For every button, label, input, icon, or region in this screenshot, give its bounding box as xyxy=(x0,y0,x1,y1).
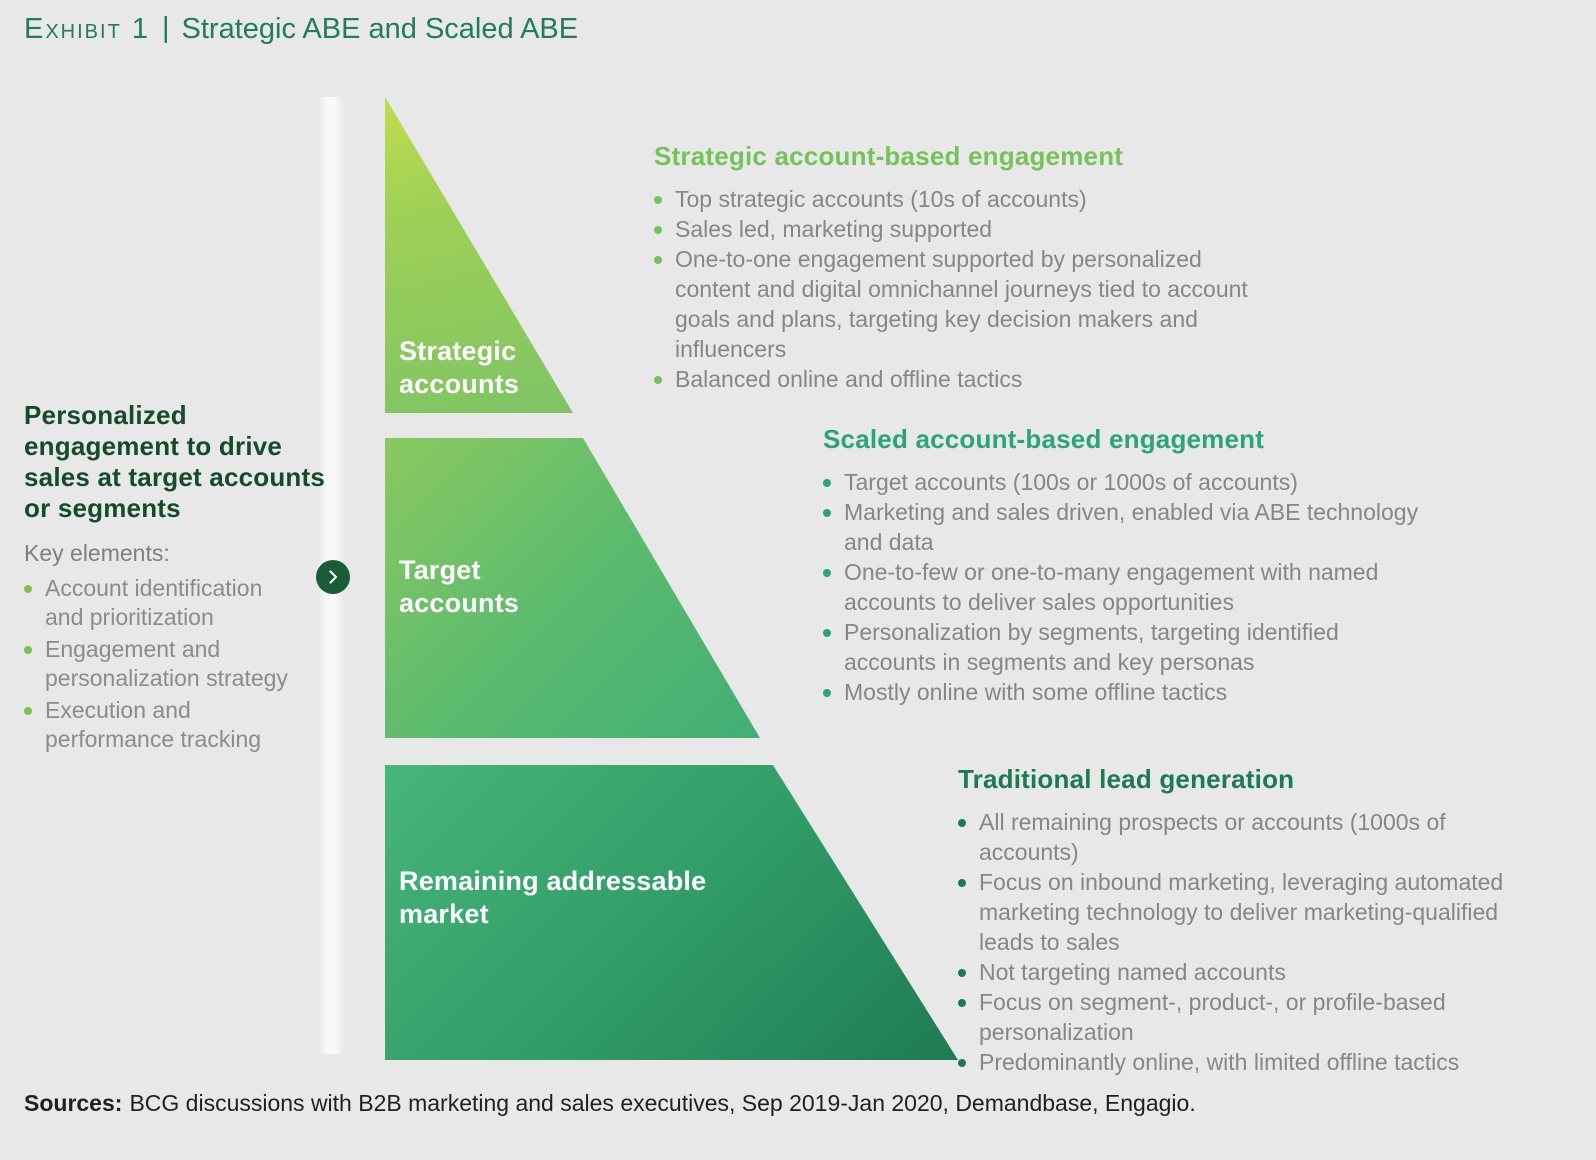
bullet-dot-icon xyxy=(958,819,966,827)
bullet-item: Marketing and sales driven, enabled via … xyxy=(823,497,1438,557)
bullet-item: Personalization by segments, targeting i… xyxy=(823,617,1438,677)
segment-label: Strategic accounts xyxy=(399,336,520,399)
bullet-dot-icon xyxy=(823,689,831,697)
bullet-item: Sales led, marketing supported xyxy=(654,214,1294,244)
section-heading: Traditional lead generation xyxy=(958,764,1295,794)
bullet-item: Balanced online and offline tactics xyxy=(654,364,1294,394)
bullet-item: Top strategic accounts (10s of accounts) xyxy=(654,184,1294,214)
section-strategic-abe: Strategic account-based engagement Top s… xyxy=(654,141,1294,394)
bullet-text: Balanced online and offline tactics xyxy=(675,366,1023,392)
title-text: Strategic ABE and Scaled ABE xyxy=(181,13,579,45)
bullet-item: All remaining prospects or accounts (100… xyxy=(958,807,1538,867)
bullet-dot-icon xyxy=(823,629,831,637)
bullet-dot-icon xyxy=(654,196,662,204)
bullet-item: Focus on segment-, product-, or profile-… xyxy=(958,987,1538,1047)
bullet-text: Top strategic accounts (10s of accounts) xyxy=(675,186,1087,212)
left-summary-panel: Personalized engagement to drive sales a… xyxy=(24,400,326,757)
bullet-dot-icon xyxy=(958,969,966,977)
bullet-dot-icon xyxy=(24,585,32,593)
bullet-text: Target accounts (100s or 1000s of accoun… xyxy=(844,469,1298,495)
bullet-text: One-to-one engagement supported by perso… xyxy=(675,246,1248,362)
sources-label: Sources: xyxy=(24,1090,123,1116)
bullet-item: Account identification and prioritizatio… xyxy=(24,574,326,632)
connector-circle xyxy=(316,560,350,594)
bullet-text: Personalization by segments, targeting i… xyxy=(844,619,1339,675)
pyramid-segment-strategic-accounts: Strategic accounts xyxy=(385,97,573,413)
bullet-dot-icon xyxy=(958,1059,966,1067)
bullet-text: Engagement and personalization strategy xyxy=(45,636,288,691)
bullet-dot-icon xyxy=(958,879,966,887)
bullet-text: Not targeting named accounts xyxy=(979,959,1286,985)
bullet-text: Sales led, marketing supported xyxy=(675,216,993,242)
segment-label: Remaining addressable market xyxy=(399,866,707,929)
bullet-text: Focus on segment-, product-, or profile-… xyxy=(979,989,1446,1045)
bullet-dot-icon xyxy=(24,707,32,715)
title-separator: | xyxy=(161,12,170,44)
bullet-item: Not targeting named accounts xyxy=(958,957,1538,987)
left-panel-heading: Personalized engagement to drive sales a… xyxy=(24,400,326,523)
sources-text: BCG discussions with B2B marketing and s… xyxy=(129,1090,1196,1116)
bullet-text: Execution and performance tracking xyxy=(45,697,262,752)
bullet-item: Focus on inbound marketing, leveraging a… xyxy=(958,867,1538,957)
bullet-item: Engagement and personalization strategy xyxy=(24,635,326,693)
bullet-dot-icon xyxy=(823,569,831,577)
section-bullet-list: All remaining prospects or accounts (100… xyxy=(958,807,1538,1077)
bullet-dot-icon xyxy=(823,479,831,487)
bullet-text: One-to-few or one-to-many engagement wit… xyxy=(844,559,1379,615)
bullet-item: One-to-few or one-to-many engagement wit… xyxy=(823,557,1438,617)
bullet-text: Mostly online with some offline tactics xyxy=(844,679,1228,705)
bullet-item: Predominantly online, with limited offli… xyxy=(958,1047,1538,1077)
bullet-dot-icon xyxy=(654,256,662,264)
section-bullet-list: Target accounts (100s or 1000s of accoun… xyxy=(823,467,1438,707)
bullet-item: Target accounts (100s or 1000s of accoun… xyxy=(823,467,1438,497)
bullet-dot-icon xyxy=(654,226,662,234)
section-heading: Strategic account-based engagement xyxy=(654,141,1124,171)
section-traditional-lead-generation: Traditional lead generation All remainin… xyxy=(958,764,1538,1077)
bullet-text: Marketing and sales driven, enabled via … xyxy=(844,499,1419,555)
bullet-item: Execution and performance tracking xyxy=(24,696,326,754)
key-elements-label: Key elements: xyxy=(24,540,170,566)
bullet-dot-icon xyxy=(958,999,966,1007)
bullet-text: All remaining prospects or accounts (100… xyxy=(979,809,1446,865)
bullet-dot-icon xyxy=(654,376,662,384)
chevron-right-icon xyxy=(324,568,342,586)
bullet-dot-icon xyxy=(823,509,831,517)
exhibit-number: Exhibit 1 xyxy=(24,13,150,45)
sources-note: Sources:BCG discussions with B2B marketi… xyxy=(24,1090,1196,1117)
section-bullet-list: Top strategic accounts (10s of accounts)… xyxy=(654,184,1294,394)
bullet-item: One-to-one engagement supported by perso… xyxy=(654,244,1294,364)
bullet-dot-icon xyxy=(24,646,32,654)
section-heading: Scaled account-based engagement xyxy=(823,424,1265,454)
page-title: Exhibit 1 | Strategic ABE and Scaled ABE xyxy=(24,12,579,46)
segment-label: Target accounts xyxy=(399,555,520,618)
key-elements-list: Account identification and prioritizatio… xyxy=(24,574,326,754)
bullet-text: Predominantly online, with limited offli… xyxy=(979,1049,1460,1075)
pyramid-segment-remaining-addressable-market: Remaining addressable market xyxy=(385,765,958,1060)
bullet-text: Account identification and prioritizatio… xyxy=(45,575,263,630)
bullet-text: Focus on inbound marketing, leveraging a… xyxy=(979,869,1504,955)
section-scaled-abe: Scaled account-based engagement Target a… xyxy=(823,424,1438,707)
bullet-item: Mostly online with some offline tactics xyxy=(823,677,1438,707)
pyramid-segment-target-accounts: Target accounts xyxy=(385,438,760,738)
